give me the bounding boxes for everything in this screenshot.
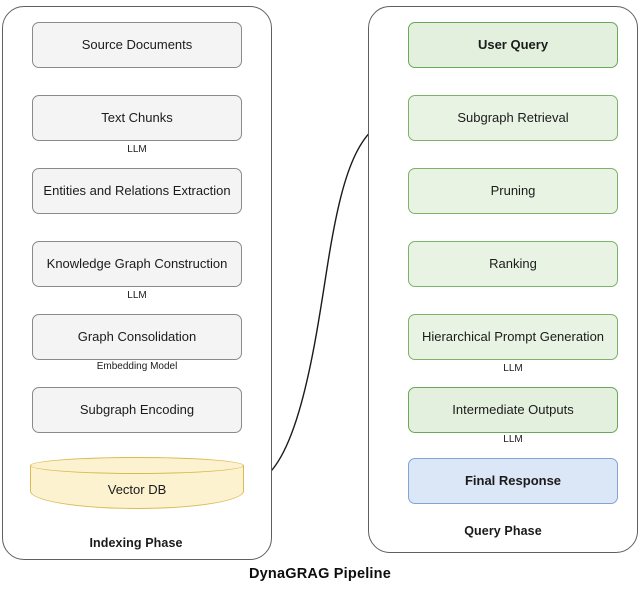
node-final-response[interactable]: Final Response	[408, 458, 618, 504]
diagram-title: DynaGRAG Pipeline	[249, 566, 391, 582]
indexing-phase-label: Indexing Phase	[89, 536, 183, 550]
node-hierarchical-prompt-generation[interactable]: Hierarchical Prompt Generation	[408, 314, 618, 360]
node-source-documents[interactable]: Source Documents	[32, 22, 242, 68]
node-entities-and-relations-extraction[interactable]: Entities and Relations Extraction	[32, 168, 242, 214]
query-phase-label: Query Phase	[464, 524, 542, 538]
node-vector-db[interactable]: Vector DB	[30, 457, 244, 509]
node-label: Final Response	[464, 472, 562, 488]
edge-vector-db-to-subgraph-retrieval	[245, 112, 403, 485]
node-label: Subgraph Encoding	[79, 401, 195, 417]
node-label: Knowledge Graph Construction	[46, 255, 228, 271]
node-label: Text Chunks	[101, 109, 173, 125]
node-label: Subgraph Retrieval	[457, 109, 569, 125]
node-text-chunks[interactable]: Text Chunks	[32, 95, 242, 141]
node-label: Graph Consolidation	[77, 328, 197, 344]
node-label: User Query	[477, 36, 549, 52]
cylinder-top-ellipse	[30, 457, 244, 474]
node-ranking[interactable]: Ranking	[408, 241, 618, 287]
node-pruning[interactable]: Pruning	[408, 168, 618, 214]
node-label: Entities and Relations Extraction	[43, 182, 231, 198]
node-label: Hierarchical Prompt Generation	[421, 328, 605, 344]
node-intermediate-outputs[interactable]: Intermediate Outputs	[408, 387, 618, 433]
node-user-query[interactable]: User Query	[408, 22, 618, 68]
edge-label-llm-text-chunks: LLM	[127, 144, 147, 155]
node-label: Source Documents	[81, 36, 193, 52]
edge-label-embedding-model: Embedding Model	[96, 361, 178, 372]
edge-label-llm-intermediate-outputs: LLM	[503, 434, 523, 445]
node-graph-consolidation[interactable]: Graph Consolidation	[32, 314, 242, 360]
node-label: Pruning	[490, 182, 536, 198]
node-subgraph-retrieval[interactable]: Subgraph Retrieval	[408, 95, 618, 141]
node-label: Vector DB	[107, 481, 167, 497]
node-subgraph-encoding[interactable]: Subgraph Encoding	[32, 387, 242, 433]
node-label: Ranking	[489, 255, 537, 271]
edge-label-llm-knowledge-graph: LLM	[127, 290, 147, 301]
edge-label-llm-prompt-generation: LLM	[503, 363, 523, 374]
node-knowledge-graph-construction[interactable]: Knowledge Graph Construction	[32, 241, 242, 287]
node-label: Intermediate Outputs	[452, 401, 574, 417]
